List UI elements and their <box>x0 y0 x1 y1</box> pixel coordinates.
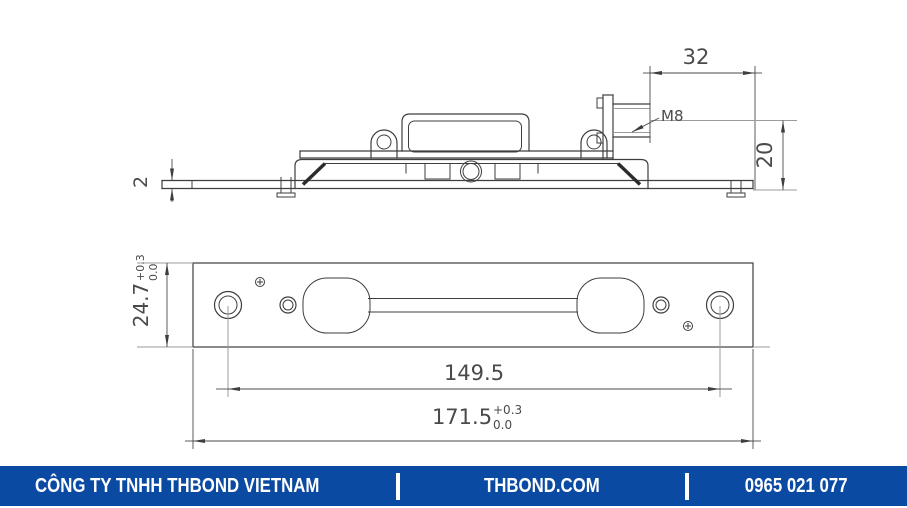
dim-149-5: 149.5 <box>216 306 732 397</box>
side-left-foot <box>276 177 296 198</box>
side-view: 32 20 2 M8 <box>130 45 797 202</box>
dim-171-5-label: 171.5 <box>432 405 492 429</box>
footer-bar: CÔNG TY TNHH THBOND VIETNAM THBOND.COM 0… <box>0 466 907 506</box>
dim-171-5-tol-plus: +0.3 <box>493 403 522 417</box>
dim-32: 32 <box>643 45 762 190</box>
side-bracket <box>596 94 614 160</box>
front-plate-outline <box>192 262 754 348</box>
footer-separator-1 <box>396 473 400 500</box>
footer-company-name: CÔNG TY TNHH THBOND VIETNAM <box>35 474 320 497</box>
front-left-pin-hole <box>279 296 297 314</box>
footer-website-section: THBOND.COM <box>397 466 686 506</box>
dim-24-7-tol-min: 0.0 <box>147 264 160 282</box>
dim-2: 2 <box>130 159 174 202</box>
front-right-rivet <box>683 321 693 331</box>
body-slot-left <box>424 163 451 180</box>
front-left-rivet <box>255 277 265 287</box>
side-right-eyelet <box>580 129 608 159</box>
body-slot-right <box>494 163 521 180</box>
side-base-plate <box>161 179 754 190</box>
front-right-pin-hole <box>652 296 670 314</box>
slot-right-oval <box>576 277 645 334</box>
footer-phone: 0965 021 077 <box>745 474 848 497</box>
dim-171-5-tol-min: 0.0 <box>493 418 512 432</box>
dim-20-label: 20 <box>753 142 777 169</box>
dim-24-7-label: 24.7 <box>129 283 153 328</box>
side-top-strip <box>299 150 614 159</box>
m8-callout: M8 <box>631 107 684 133</box>
front-dumbbell-slot <box>302 277 645 334</box>
dim-2-label: 2 <box>130 176 152 188</box>
dim-24-7-tol-plus: +0.3 <box>134 254 147 281</box>
side-left-eyelet <box>370 129 398 159</box>
body-center-hole-outer <box>460 160 482 183</box>
footer-website: THBOND.COM <box>483 474 600 497</box>
footer-separator-2 <box>685 473 689 500</box>
side-m8-rod <box>612 103 651 138</box>
footer-company-section: CÔNG TY TNHH THBOND VIETNAM <box>35 466 374 506</box>
front-view: 24.7 +0.3 0.0 149.5 171.5 +0.3 0.0 <box>129 254 770 449</box>
dim-171-5: 171.5 +0.3 0.0 <box>185 349 761 449</box>
dim-32-label: 32 <box>683 45 710 69</box>
footer-phone-section: 0965 021 077 <box>686 466 907 506</box>
side-right-foot <box>726 181 746 198</box>
body-center-hole-inner <box>462 163 480 180</box>
m8-label: M8 <box>661 107 684 125</box>
side-lock-body <box>294 158 649 190</box>
slot-left-oval <box>302 277 371 334</box>
dim-20: 20 <box>650 120 797 191</box>
side-center-box <box>401 113 530 153</box>
dim-149-5-label: 149.5 <box>444 361 504 385</box>
dim-24-7: 24.7 +0.3 0.0 <box>129 254 169 347</box>
technical-drawing: 32 20 2 M8 <box>129 45 797 449</box>
